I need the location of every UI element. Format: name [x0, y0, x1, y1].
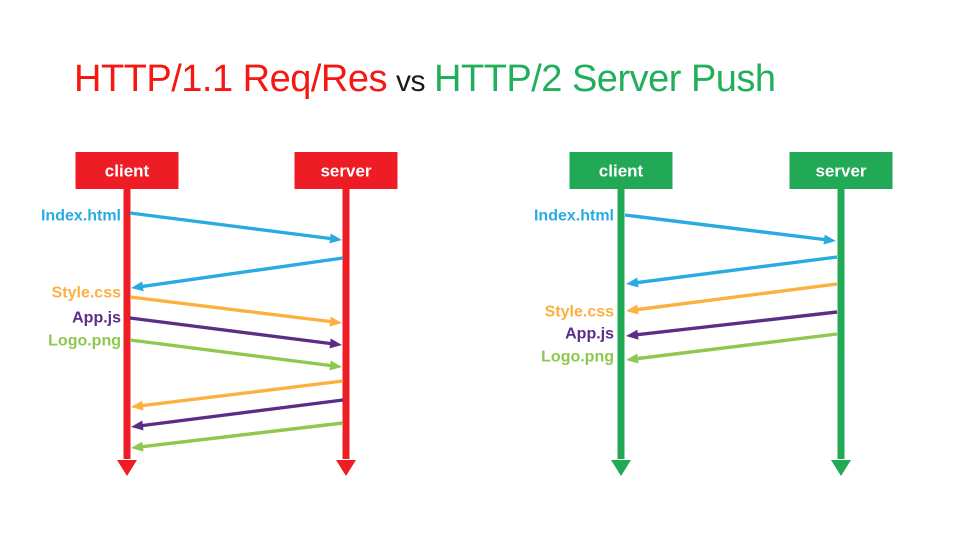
http1-arrow-request-style	[129, 295, 335, 324]
http1-file-label-index: Index.html	[41, 208, 121, 225]
http1-client-lifeline-arrowhead	[117, 460, 137, 476]
panel-http1: client serverIndex.htmlStyle.cssApp.jsLog…	[41, 152, 398, 476]
http2-client-box	[569, 152, 673, 189]
http1-file-label-style: Style.css	[52, 285, 121, 302]
http1-arrow-request-app	[129, 316, 335, 346]
http1-arrow-response-index	[138, 256, 344, 289]
http1-arrowhead-request-app	[329, 338, 342, 349]
http2-arrow-push-app	[633, 310, 838, 337]
http1-arrow-request-logo	[129, 338, 335, 368]
http1-arrowhead-request-logo	[329, 360, 342, 371]
http2-client-box-label: client	[599, 162, 644, 181]
http1-server-box-label: server	[320, 162, 371, 181]
title-http1-part: HTTP/1.1 Req/Res	[74, 58, 388, 100]
http2-arrow-push-logo	[633, 332, 838, 361]
http1-arrowhead-response-app	[131, 420, 144, 431]
http2-server-lifeline-arrowhead	[831, 460, 851, 476]
http1-arrow-response-style	[138, 379, 344, 408]
http2-arrow-request-index	[624, 213, 829, 242]
http2-file-label-logo: Logo.png	[541, 349, 614, 366]
http2-arrowhead-push-app	[626, 329, 639, 340]
http2-server-box	[789, 152, 893, 189]
http2-arrowhead-response-index	[626, 277, 639, 288]
http1-arrow-response-app	[138, 398, 344, 428]
http1-client-box-label: client	[105, 162, 150, 181]
panel-http2: client serverIndex.htmlStyle.cssApp.jsLog…	[534, 152, 893, 476]
http2-file-label-index: Index.html	[534, 208, 614, 225]
http1-arrowhead-request-index	[329, 233, 342, 244]
http1-arrowhead-response-index	[131, 281, 144, 292]
http2-arrow-response-index	[633, 255, 838, 285]
http2-server-box-label: server	[815, 162, 866, 181]
http1-client-box	[75, 152, 179, 189]
http2-arrowhead-push-logo	[626, 353, 639, 364]
http2-file-label-app: App.js	[565, 326, 614, 343]
http2-arrow-push-style	[633, 282, 838, 312]
http1-arrow-response-logo	[138, 421, 344, 449]
http2-arrowhead-request-index	[823, 234, 836, 245]
http1-arrowhead-response-style	[131, 400, 144, 411]
http1-arrowhead-response-logo	[131, 441, 144, 452]
http1-file-label-app: App.js	[72, 310, 121, 327]
http1-arrow-request-index	[129, 211, 335, 241]
http1-server-box	[294, 152, 398, 189]
http1-arrowhead-request-style	[329, 316, 342, 327]
http2-arrowhead-push-style	[626, 304, 639, 315]
http1-server-lifeline-arrowhead	[336, 460, 356, 476]
title-http2-part: HTTP/2 Server Push	[434, 58, 776, 100]
title-vs: vs	[396, 65, 426, 98]
http2-file-label-style: Style.css	[545, 304, 614, 321]
http1-file-label-logo: Logo.png	[48, 333, 121, 350]
http2-client-lifeline-arrowhead	[611, 460, 631, 476]
